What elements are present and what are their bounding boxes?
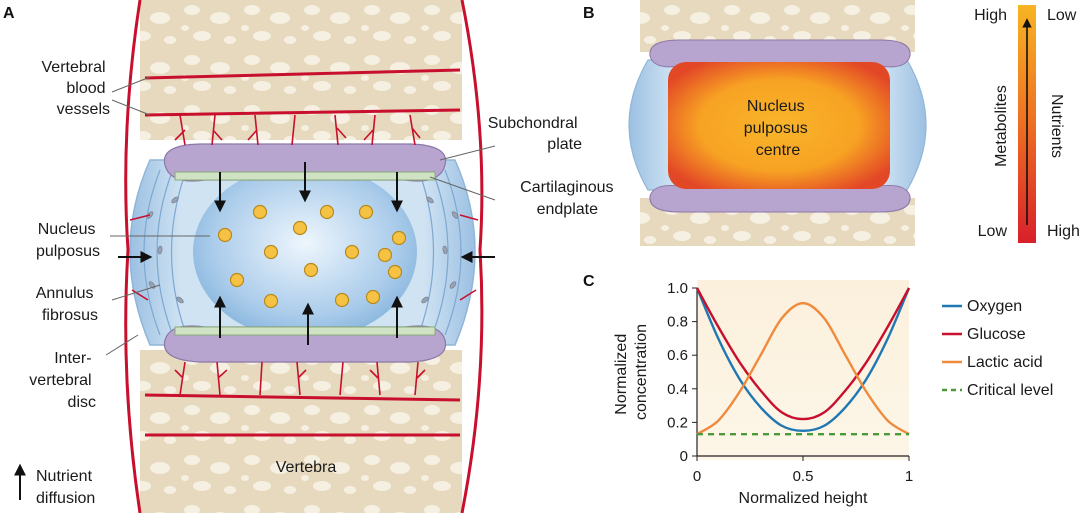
lower-vertebra <box>140 350 462 513</box>
b-lower-plate <box>649 185 911 213</box>
x-tick-label: 0 <box>693 468 701 485</box>
label-annulus-fibrosus: Annulus fibrosus <box>36 285 98 324</box>
lower-cartilaginous-endplate <box>174 326 436 336</box>
annulus-lamellae <box>143 169 462 336</box>
annulus-cells <box>146 196 459 304</box>
x-tick-label: 0.5 <box>793 468 814 485</box>
y-axis-label: Normalized concentration <box>613 324 650 420</box>
label-nutrient-diffusion: Nutrient diffusion <box>36 468 96 507</box>
nucleus-pulposus-centre <box>668 62 890 189</box>
label-low-left: Low <box>978 223 1008 240</box>
panel-c-letter: C <box>583 273 595 290</box>
legend-label-oxygen: Oxygen <box>967 298 1022 315</box>
nutrient-diffusion-arrows <box>118 162 495 345</box>
y-tick-label: 0.2 <box>667 414 688 431</box>
nucleus-cells <box>217 204 407 309</box>
label-nucleus-pulposus: Nucleus pulposus <box>36 221 100 260</box>
label-nutrients: Nutrients <box>1048 94 1065 158</box>
label-vertebral-blood-vessels: Vertebral blood vessels <box>42 59 111 118</box>
series-line-glucose <box>695 287 911 421</box>
leader-lines <box>105 76 496 356</box>
label-nucleus-pulposus-centre: Nucleus pulposus centre <box>744 98 813 159</box>
y-tick-label: 1.0 <box>667 280 688 297</box>
label-cartilaginous-endplate: Cartilaginous endplate <box>520 179 618 218</box>
series-line-lactic-acid <box>696 301 910 436</box>
y-tick-label: 0.6 <box>667 347 688 364</box>
x-axis-label: Normalized height <box>739 490 869 507</box>
legend-label-critical-level: Critical level <box>967 382 1053 399</box>
legend-label-glucose: Glucose <box>967 326 1026 343</box>
label-vertebra: Vertebra <box>276 459 337 476</box>
panel-a-letter: A <box>3 5 15 22</box>
label-subchondral-plate: Subchondral plate <box>488 115 582 153</box>
label-intervertebral-disc: Inter- vertebral disc <box>29 350 96 411</box>
y-tick-label: 0.8 <box>667 314 688 331</box>
vertebral-blood-vessels <box>124 0 484 513</box>
capillary-buds <box>129 114 479 396</box>
series-line-oxygen <box>695 287 911 433</box>
label-metabolites: Metabolites <box>993 85 1010 167</box>
label-high-left: High <box>974 7 1007 24</box>
label-low-right: Low <box>1047 7 1077 24</box>
label-high-right: High <box>1047 223 1080 240</box>
x-tick-label: 1 <box>905 468 913 485</box>
concentration-chart: 0 0.2 0.4 0.6 0.8 1.0 0 0.5 1 Normalized concen… <box>613 280 1053 507</box>
legend-label-lactic-acid: Lactic acid <box>967 354 1043 371</box>
y-tick-label: 0.4 <box>667 381 688 398</box>
y-tick-label: 0 <box>680 448 688 465</box>
b-upper-plate <box>649 39 911 68</box>
panel-b-letter: B <box>583 5 595 22</box>
